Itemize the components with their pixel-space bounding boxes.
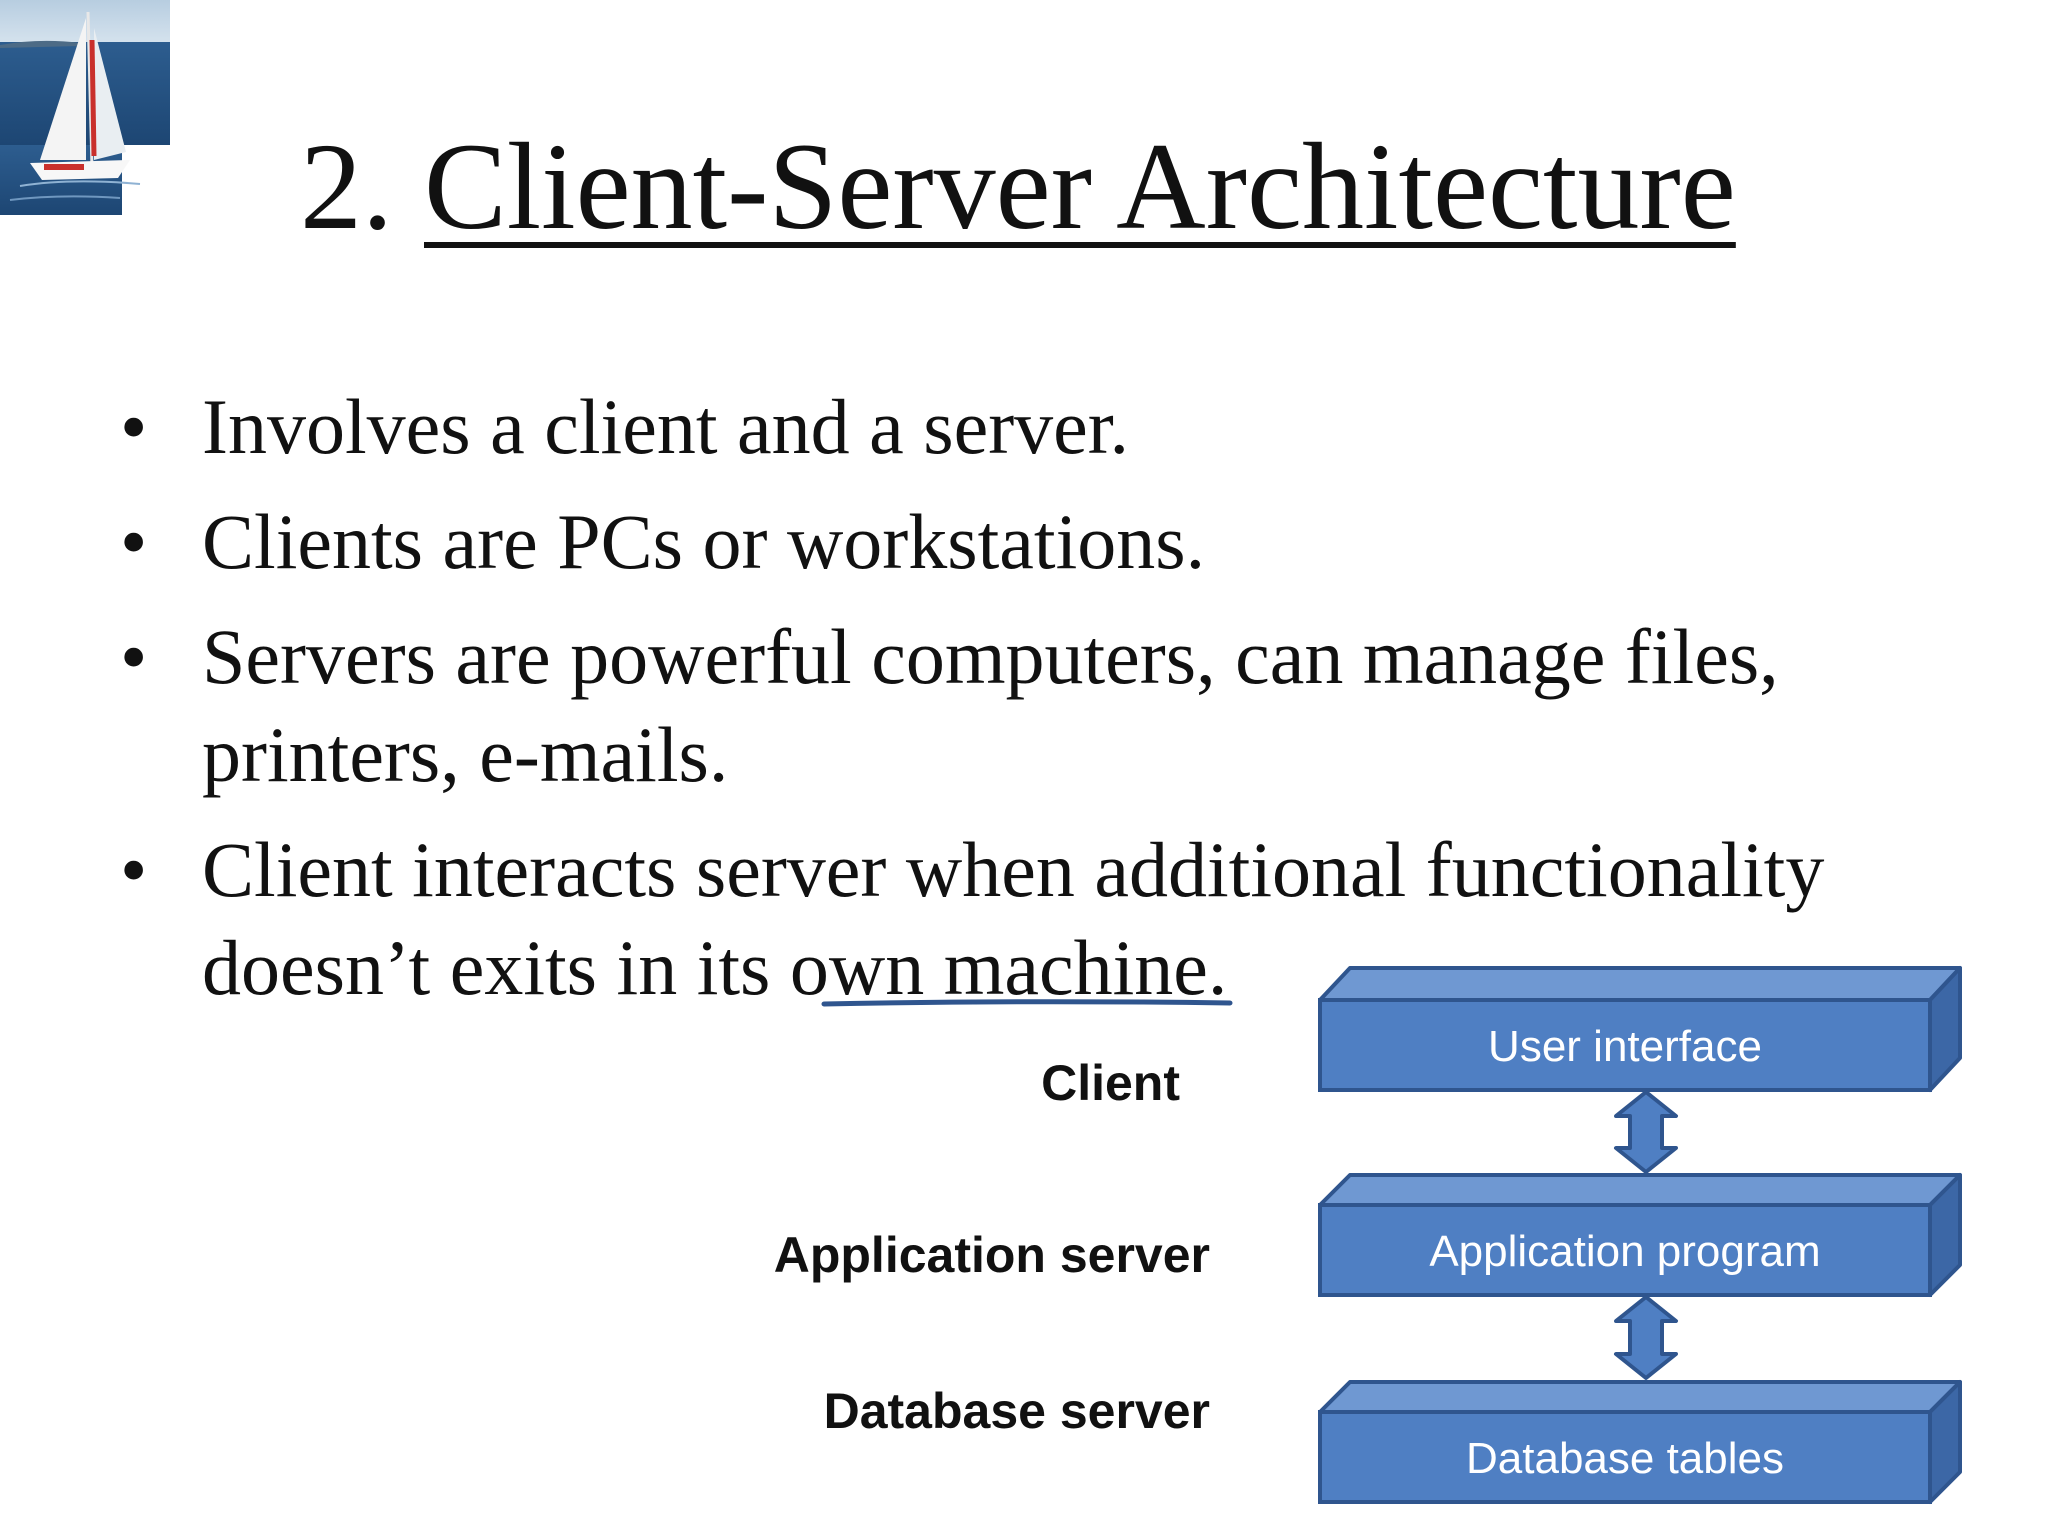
- bullet-text: Clients are PCs or workstations.: [202, 498, 1206, 585]
- bullet-item: • Involves a client and a server.: [120, 378, 1940, 476]
- database-server-label: Database server: [823, 1383, 1210, 1439]
- application-program-text: Application program: [1429, 1227, 1820, 1276]
- application-server-label: Application server: [773, 1227, 1210, 1283]
- double-arrow-icon: [1614, 1090, 1678, 1174]
- bullet-list: • Involves a client and a server. • Clie…: [120, 378, 1940, 1034]
- application-program-block: Application program: [1318, 1173, 1962, 1297]
- annotation-underline: [821, 999, 1233, 1007]
- bullet-item: • Clients are PCs or workstations.: [120, 493, 1940, 591]
- bullet-dot: •: [120, 383, 148, 470]
- title-number: 2.: [300, 118, 393, 255]
- bullet-item: • Servers are powerful computers, can ma…: [120, 608, 1940, 804]
- bullet-text-continuation: printers, e-mails.: [202, 711, 729, 798]
- database-tables-text: Database tables: [1466, 1434, 1784, 1483]
- bullet-text-continuation: doesn’t exits in its own machine.: [202, 924, 1228, 1011]
- slide-title: 2. Client-Server Architecture: [300, 125, 1736, 249]
- architecture-diagram: User interface Application program Datab…: [1318, 966, 1962, 1504]
- client-label: Client: [1041, 1055, 1180, 1111]
- bullet-text: Servers are powerful computers, can mana…: [202, 613, 1779, 700]
- user-interface-text: User interface: [1488, 1022, 1762, 1071]
- bullet-item: • Client interacts server when additiona…: [120, 821, 1940, 1017]
- bullet-dot: •: [120, 613, 148, 700]
- bullet-text: Client interacts server when additional …: [202, 826, 1825, 913]
- title-text: Client-Server Architecture: [424, 118, 1736, 255]
- bullet-dot: •: [120, 826, 148, 913]
- sailboat-logo: [0, 0, 170, 215]
- database-tables-block: Database tables: [1318, 1380, 1962, 1504]
- user-interface-block: User interface: [1318, 966, 1962, 1092]
- bullet-dot: •: [120, 498, 148, 585]
- double-arrow-icon: [1614, 1295, 1678, 1380]
- bullet-text: Involves a client and a server.: [202, 383, 1129, 470]
